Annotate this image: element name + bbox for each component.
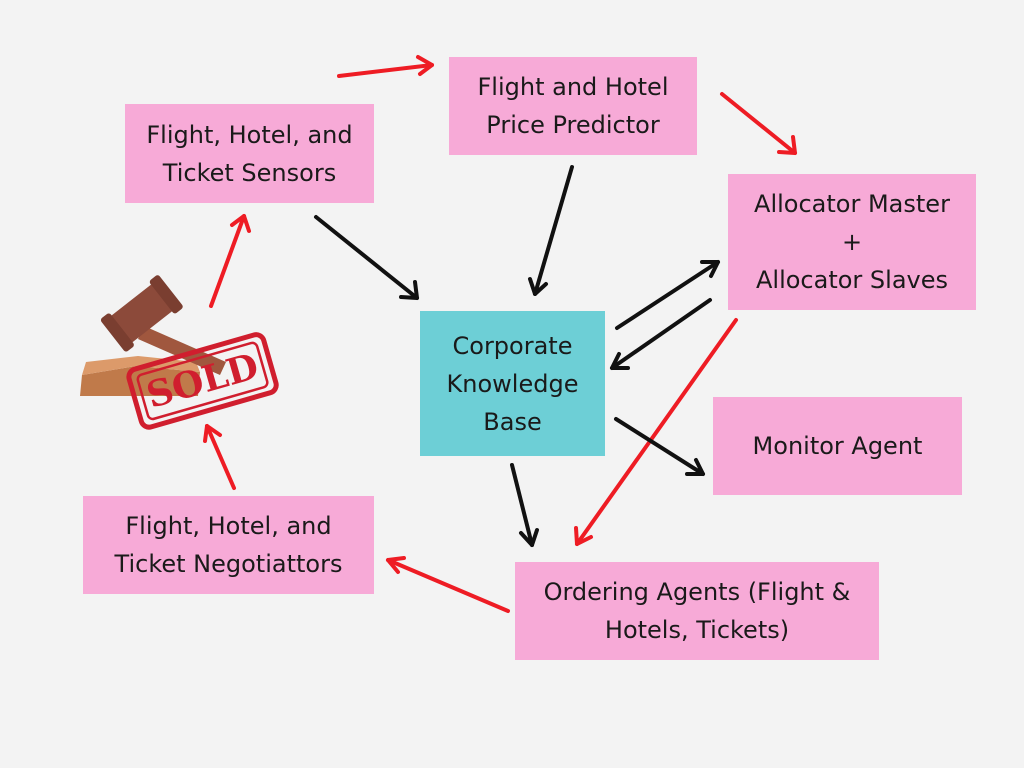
node-monitor-agent: Monitor Agent — [713, 397, 962, 495]
node-label-line: Hotels, Tickets) — [604, 616, 790, 644]
node-label-line: Price Predictor — [486, 111, 660, 139]
auction-gavel-icon: SOLD — [80, 275, 279, 430]
arrow-predictor-to-knowledge-base — [528, 165, 574, 296]
arrow-gavel-to-sensors — [209, 214, 251, 308]
node-label-line: Ordering Agents (Flight & — [543, 578, 851, 606]
arrow-knowledge-base-to-monitor — [614, 417, 705, 476]
node-allocator: Allocator Master + Allocator Slaves — [728, 174, 976, 310]
arrow-predictor-to-allocator — [720, 92, 797, 155]
arrow-knowledge-base-to-ordering — [510, 463, 539, 547]
node-label-line: Ticket Sensors — [162, 158, 337, 187]
node-label-line: Flight and Hotel — [477, 73, 669, 101]
sold-stamp-icon: SOLD — [126, 332, 279, 430]
node-ordering-agents: Ordering Agents (Flight & Hotels, Ticket… — [515, 562, 879, 660]
node-label-line: Flight, Hotel, and — [125, 512, 332, 540]
node-label-line: Ticket Negotiattors — [114, 550, 343, 578]
node-label-line: Base — [483, 407, 542, 436]
node-ticket-negotiators: Flight, Hotel, and Ticket Negotiattors — [83, 496, 374, 594]
arrow-sensors-to-predictor — [337, 55, 434, 78]
node-label-line: Corporate — [452, 331, 573, 360]
arrow-allocator-to-knowledge-base — [610, 298, 712, 370]
arrow-negotiators-to-gavel — [203, 424, 236, 490]
node-label-line: Allocator Master — [754, 190, 950, 218]
arrow-ordering-to-negotiators — [386, 556, 510, 613]
node-label-line: Knowledge — [446, 369, 579, 398]
node-label-line: Monitor Agent — [752, 432, 923, 460]
arrow-sensors-to-knowledge-base — [314, 215, 419, 300]
arrow-knowledge-base-to-allocator — [615, 260, 720, 330]
arrow-allocator-to-ordering — [574, 318, 738, 546]
node-ticket-sensors: Flight, Hotel, and Ticket Sensors — [125, 104, 374, 203]
node-label-line: Allocator Slaves — [755, 266, 948, 294]
node-corporate-knowledge-base: Corporate Knowledge Base — [420, 311, 605, 456]
node-price-predictor: Flight and Hotel Price Predictor — [449, 57, 697, 155]
node-label-line: + — [841, 228, 863, 256]
node-label-line: Flight, Hotel, and — [146, 120, 353, 149]
